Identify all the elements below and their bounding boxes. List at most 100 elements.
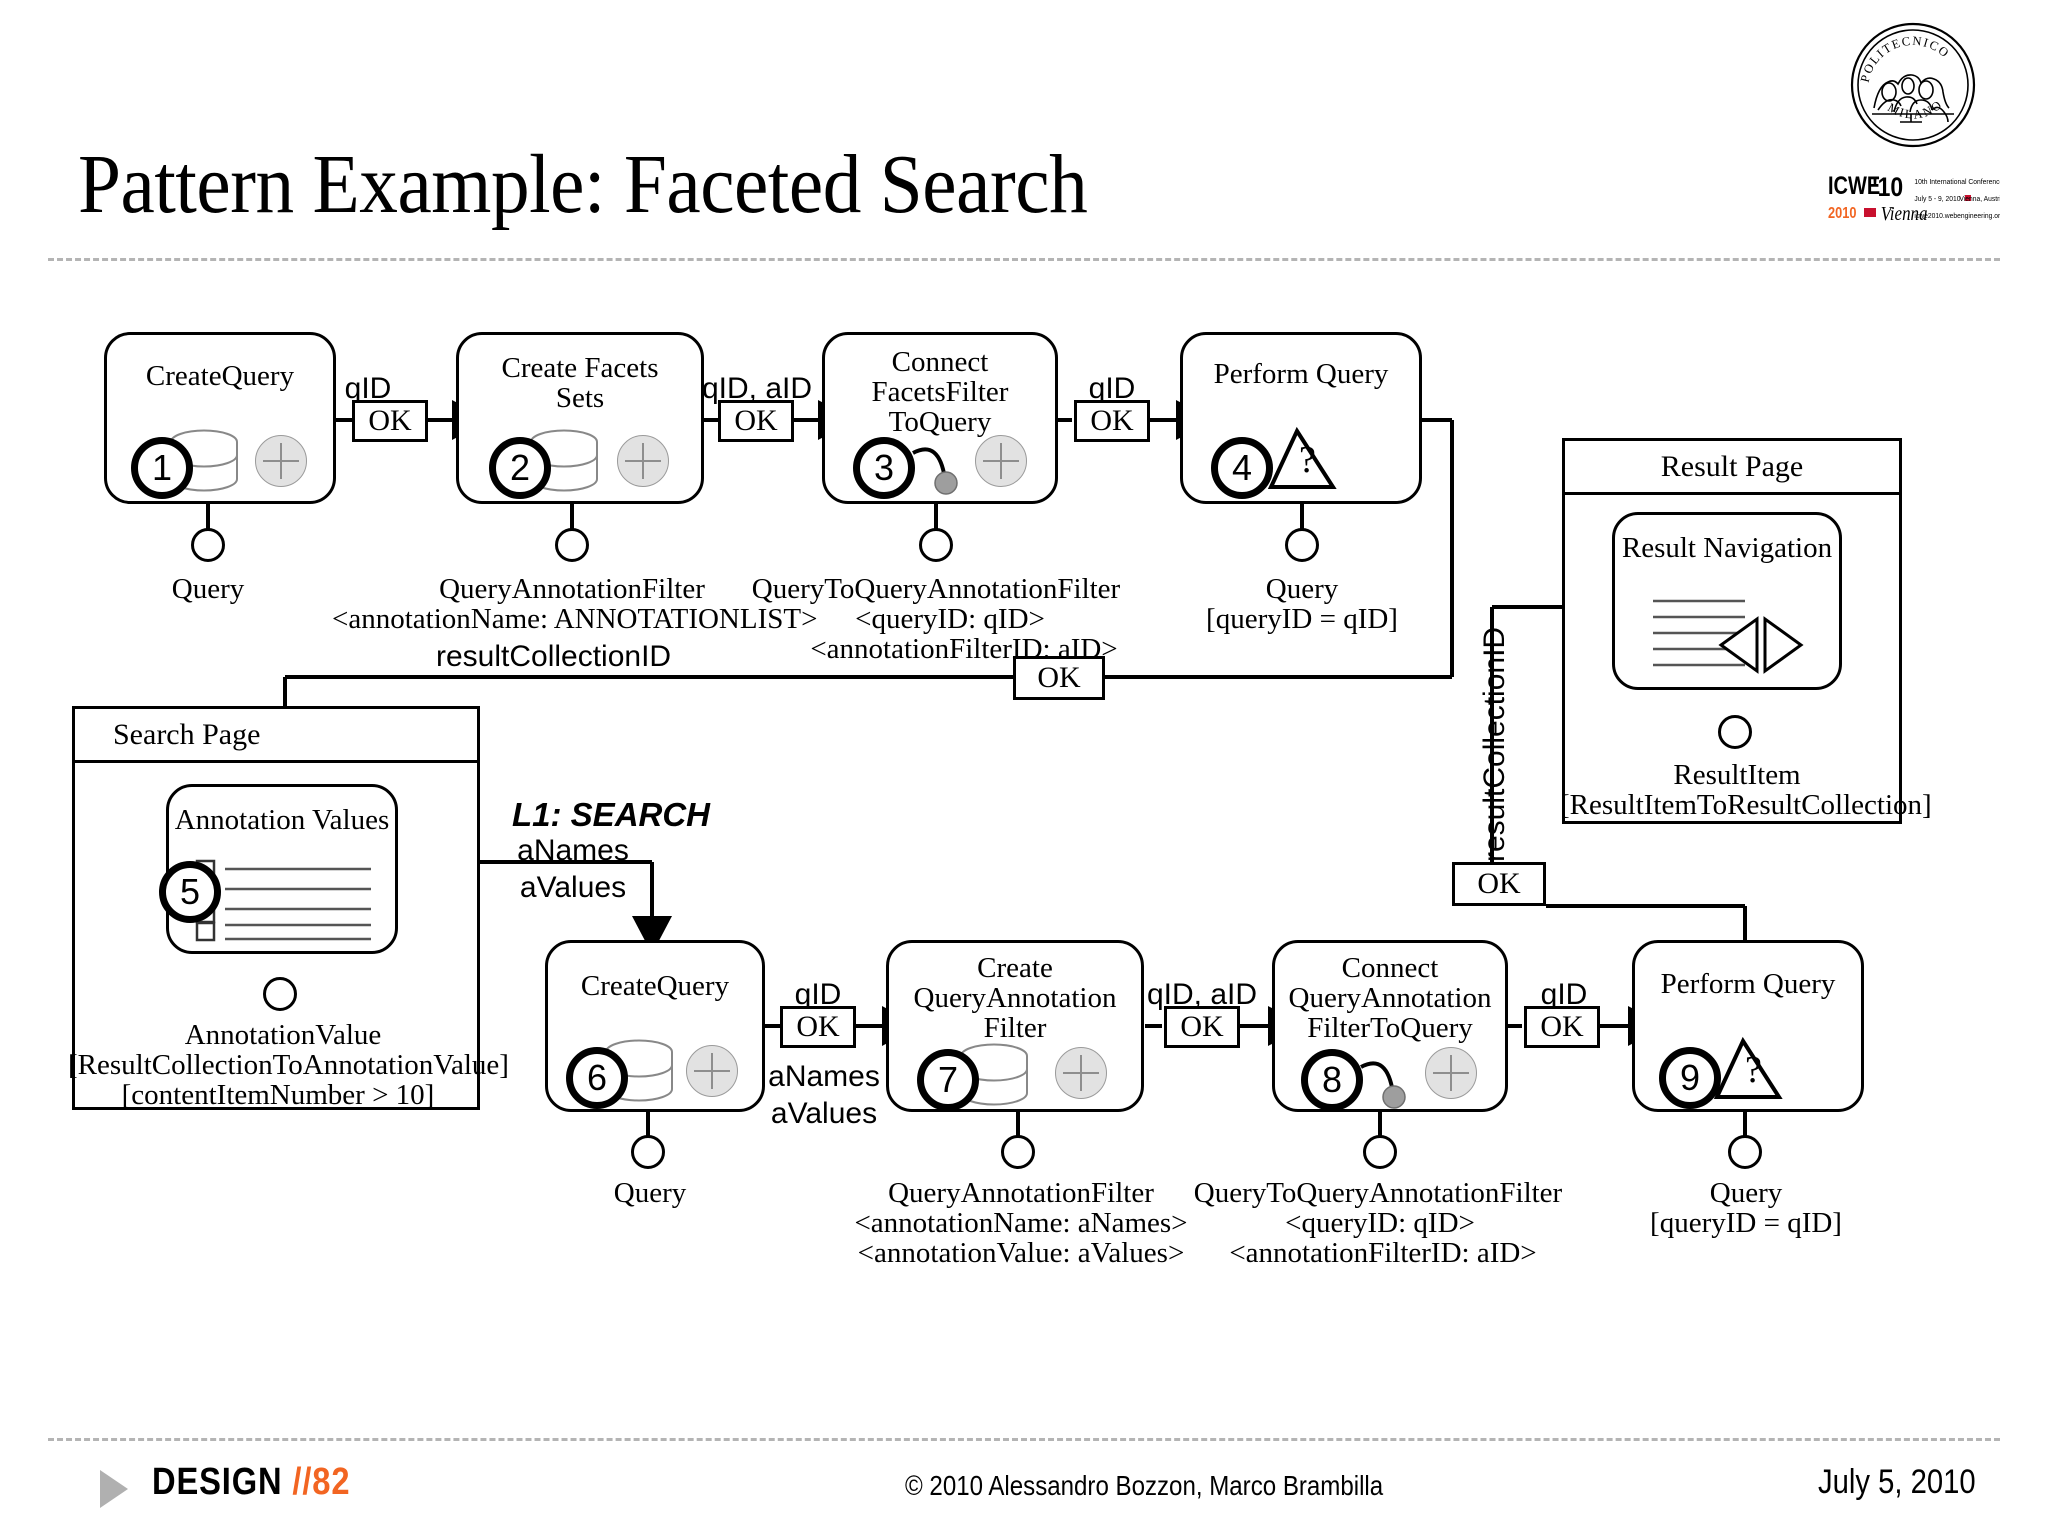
result-page-title: Result Page [1565,441,1899,495]
selector-port-4[interactable] [1285,528,1319,562]
operation-caption: Connect FacetsFilter ToQuery [871,346,1009,439]
result-port-label: ResultItem [1673,759,1801,791]
node-8-port-sub1: <queryID: qID> [1285,1207,1475,1239]
politecnico-logo-icon: POLITECNICO MILANO [1850,22,1976,148]
node-number-badge: 1 [131,437,193,499]
operation-caption: CreateQuery [580,970,730,1002]
selector-port-5[interactable] [263,977,297,1011]
gate-ok-1[interactable]: OK [352,400,428,442]
operation-caption: Perform Query [1660,968,1836,1000]
selector-port-3[interactable] [919,528,953,562]
gate-ok-8[interactable]: OK [1524,1006,1600,1048]
svg-text:?: ? [1299,439,1316,481]
node-3-port-sub2: <annotationFilterID: aID> [810,633,1118,665]
operation-caption: Create QueryAnnotation Filter [913,952,1117,1045]
node-9-port-label: Query [1709,1177,1783,1209]
operation-caption: Perform Query [1213,358,1389,390]
flow-label-8-9: qID [1540,978,1588,1011]
node-number-badge: 9 [1659,1047,1721,1109]
operation-node-8[interactable]: Connect QueryAnnotation FilterToQuery 8 [1272,940,1508,1112]
svg-text:July 5 - 9, 2010: July 5 - 9, 2010 [1914,195,1960,203]
link-params-label: aNames aValues [517,834,629,905]
selector-port-7[interactable] [1001,1135,1035,1169]
node-5-port-sub1: [ResultCollectionToAnnotationValue] [68,1049,509,1081]
plus-circle-icon [1055,1047,1107,1099]
result-port-sub: [ResultItemToResultCollection] [1560,789,1932,821]
gate-ok-2[interactable]: OK [718,400,794,442]
operation-node-6[interactable]: CreateQuery 6 [545,940,765,1112]
gate-ok-3[interactable]: OK [1074,400,1150,442]
node-8-port-label: QueryToQueryAnnotationFilter [1193,1177,1563,1209]
flow-label-6-7-top: qID [794,978,842,1011]
node-4-port-label: Query [1265,573,1339,605]
node-7-port-sub1: <annotationName: aNames> [854,1207,1188,1239]
flow-label-1-2: qID [344,372,392,405]
selector-port-9[interactable] [1728,1135,1762,1169]
node-2-port-label: QueryAnnotationFilter [439,573,705,605]
flow-label-2-3: qID, aID [701,372,813,405]
selector-port-2[interactable] [555,528,589,562]
plus-circle-icon [975,435,1027,487]
gate-ok-6[interactable]: OK [780,1006,856,1048]
node-number-badge: 3 [853,437,915,499]
node-number-badge: 8 [1301,1049,1363,1111]
node-7-port-sub2: <annotationValue: aValues> [857,1237,1185,1269]
icwe-conference-logo-icon: ICWE '10 2010 Vienna 10th International … [1828,172,2000,226]
flow-label-3-4: qID [1088,372,1136,405]
flow-label-7-8: qID, aID [1146,978,1258,1011]
annotation-values-unit[interactable]: Annotation Values 5 [159,784,398,954]
gate-ok-4[interactable]: OK [1013,656,1105,700]
header-divider [48,258,2000,261]
node-3-port-label: QueryToQueryAnnotationFilter [751,573,1121,605]
unit-caption: Annotation Values [174,804,390,836]
footer-date: July 5, 2010 [1818,1463,1976,1501]
node-1-port-label: Query [171,573,245,605]
operation-caption: Create Facets Sets [501,352,659,415]
operation-node-7[interactable]: Create QueryAnnotation Filter 7 [886,940,1144,1112]
page-title: Pattern Example: Faceted Search [78,138,1088,231]
selector-port-1[interactable] [191,528,225,562]
plus-circle-icon [255,435,307,487]
footer-divider [48,1438,2000,1441]
operation-node-3[interactable]: Connect FacetsFilter ToQuery 3 [822,332,1058,504]
result-navigation-unit[interactable]: Result Navigation [1612,512,1842,690]
plus-circle-icon [1425,1047,1477,1099]
node-number-badge: 6 [566,1047,628,1109]
unit-caption: Result Navigation [1621,532,1833,564]
gate-ok-5[interactable]: OK [1452,862,1546,906]
node-number-badge: 7 [917,1049,979,1111]
footer-page-number: //82 [292,1461,351,1503]
node-7-port-label: QueryAnnotationFilter [888,1177,1154,1209]
flow-label-result-collection-vertical: resultCollectionID [1478,626,1511,862]
footer-section: DESIGN //82 [152,1461,350,1504]
svg-text:2010: 2010 [1828,205,1856,223]
svg-text:10th International Conference: 10th International Conference on Web Eng… [1914,178,2000,186]
node-6-port-label: Query [613,1177,687,1209]
operation-node-1[interactable]: CreateQuery 1 [104,332,336,504]
plus-circle-icon [617,435,669,487]
gate-ok-7[interactable]: OK [1164,1006,1240,1048]
flow-label-result-collection: resultCollectionID [436,640,672,673]
node-3-port-sub1: <queryID: qID> [855,603,1045,635]
connect-icon [912,447,958,495]
footer-triangle-icon [100,1470,128,1508]
node-2-port-sub: <annotationName: ANNOTATIONLIST> [332,603,818,635]
svg-text:icwe2010.webengineering.org: icwe2010.webengineering.org [1914,212,2000,220]
database-icon [960,1043,1028,1106]
node-number-badge: 5 [159,861,221,923]
footer-section-label: DESIGN [152,1461,283,1503]
selector-port-6[interactable] [631,1135,665,1169]
connect-icon [1360,1061,1406,1109]
flow-label-6-7-bottom: aNames aValues [768,1060,880,1131]
selector-port-result[interactable] [1718,715,1752,749]
selector-port-8[interactable] [1363,1135,1397,1169]
node-5-port-sub2: [contentItemNumber > 10] [121,1079,435,1111]
operation-node-2[interactable]: Create Facets Sets 2 [456,332,704,504]
operation-node-9[interactable]: Perform Query ? 9 [1632,940,1864,1112]
operation-node-4[interactable]: Perform Query ? 4 [1180,332,1422,504]
result-navigation-icon [1653,599,1804,674]
svg-text:Vienna: Vienna [1881,203,1928,226]
node-number-badge: 4 [1211,437,1273,499]
link-name-label: L1: SEARCH [512,796,711,833]
